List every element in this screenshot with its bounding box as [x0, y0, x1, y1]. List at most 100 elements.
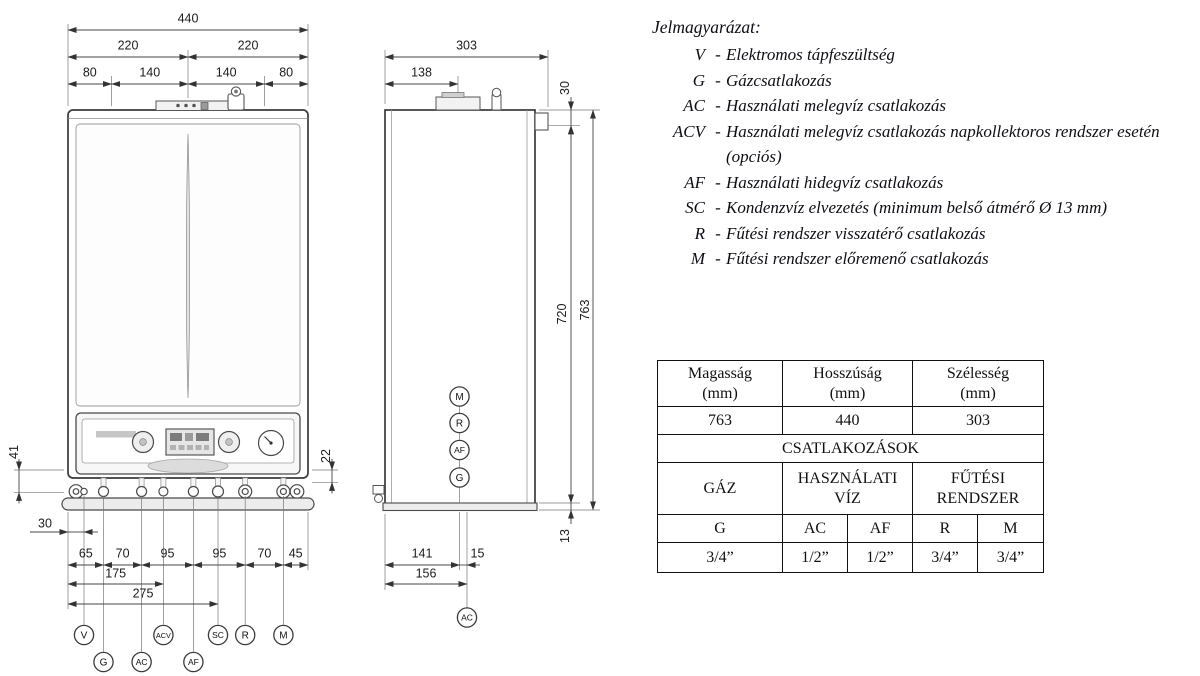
dim-label-95a: 95 — [161, 547, 175, 561]
table-header-width: Szélesség (mm) — [913, 361, 1044, 407]
svg-text:ACV: ACV — [156, 631, 171, 640]
connector-badge-acv: ACV — [153, 624, 174, 646]
header-label: Magasság — [688, 364, 752, 382]
svg-text:G: G — [100, 658, 108, 669]
table-conn-code-af: AF — [848, 515, 913, 543]
svg-text:SC: SC — [212, 630, 224, 640]
control-panel — [75, 412, 301, 475]
legend-item-acv: ACV - Használati melegvíz csatlakozás na… — [652, 119, 1198, 170]
table-conn-size-af: 1/2” — [848, 543, 913, 573]
dim-label-22: 22 — [319, 449, 333, 463]
svg-text:R: R — [456, 419, 463, 430]
connector-badge-ac: AC — [131, 651, 152, 673]
front-connection-pipes — [68, 484, 305, 499]
legend-text: Elektromos tápfeszültség — [726, 45, 895, 64]
legend-title: Jelmagyarázat: — [652, 17, 761, 37]
dim-label-141: 141 — [412, 547, 433, 561]
legend-item-ac: AC - Használati melegvíz csatlakozás — [652, 93, 1198, 119]
legend-text: Használati melegvíz csatlakozás napkolle… — [726, 121, 1160, 167]
table-conn-code-ac: AC — [783, 515, 848, 543]
logo-band — [147, 458, 229, 474]
dim-label-41: 41 — [7, 445, 21, 459]
svg-text:M: M — [279, 631, 287, 642]
table-value-length: 440 — [783, 407, 913, 435]
table-conn-size-m: 3/4” — [978, 543, 1044, 573]
legend-text: Használati hidegvíz csatlakozás — [726, 172, 944, 192]
dim-label-total-width: 440 — [178, 12, 199, 26]
table-group-domestic-water: HASZNÁLATI VÍZ — [783, 463, 913, 515]
legend-code: SC — [685, 198, 705, 217]
legend-item-g: G - Gázcsatlakozás — [652, 68, 1198, 94]
header-unit: (mm) — [702, 384, 738, 402]
wall-bracket — [534, 112, 549, 131]
table-header-height: Magasság (mm) — [658, 361, 783, 407]
side-badge-g: G — [449, 467, 470, 488]
dim-label-303: 303 — [456, 39, 477, 53]
legend-item-r: R - Fűtési rendszer visszatérő csatlakoz… — [652, 221, 1198, 247]
legend-code: AC — [683, 96, 705, 115]
dim-label-top-140a: 140 — [139, 66, 160, 80]
dimensions-table: Magasság (mm) Hosszúság (mm) Szélesség (… — [657, 360, 1044, 573]
legend-text: Gázcsatlakozás — [726, 70, 832, 90]
svg-text:AC: AC — [461, 613, 473, 623]
dim-label-65: 65 — [79, 547, 93, 561]
dim-label-763: 763 — [578, 300, 592, 321]
dim-label-138: 138 — [411, 66, 432, 80]
dim-label-70a: 70 — [116, 547, 130, 561]
side-badge-r: R — [449, 412, 470, 434]
dim-label-side-30: 30 — [558, 81, 572, 95]
side-badge-af: AF — [449, 439, 470, 461]
dim-label-45: 45 — [289, 547, 303, 561]
dim-label-70b: 70 — [257, 547, 271, 561]
legend-dash: - — [715, 70, 721, 90]
legend-dash: - — [715, 198, 721, 217]
svg-text:AC: AC — [136, 657, 148, 667]
front-view-body — [61, 86, 315, 511]
legend: Jelmagyarázat: V - Elektromos tápfeszült… — [652, 12, 1198, 272]
table-value-width: 303 — [913, 407, 1044, 435]
table-conn-size-ac: 1/2” — [783, 543, 848, 573]
legend-item-af: AF - Használati hidegvíz csatlakozás — [652, 170, 1198, 196]
legend-dash: - — [715, 249, 721, 268]
legend-code: R — [694, 223, 705, 243]
pressure-gauge — [257, 429, 285, 457]
connector-badge-v: V — [73, 624, 95, 646]
dim-label-30: 30 — [38, 517, 52, 531]
svg-text:AF: AF — [454, 445, 465, 455]
table-header-length: Hosszúság (mm) — [783, 361, 913, 407]
front-panel-crease — [186, 133, 190, 399]
front-view-dimension-labels: 440 220 220 80 140 140 80 41 30 22 65 70… — [7, 12, 333, 601]
side-badge-m: M — [449, 386, 470, 407]
connector-badge-sc: SC — [207, 624, 229, 646]
legend-code: M — [690, 249, 705, 268]
header-label: Szélesség — [946, 364, 1010, 382]
legend-item-m: M - Fűtési rendszer előremenő csatlakozá… — [652, 246, 1198, 272]
header-label: Hosszúság — [813, 364, 882, 382]
legend-dash: - — [715, 172, 721, 192]
svg-text:R: R — [242, 631, 249, 642]
svg-text:G: G — [456, 473, 464, 484]
side-connector-badges: M R AF G AC — [449, 386, 478, 628]
legend-code: AF — [684, 172, 705, 192]
table-section-connections: CSATLAKOZÁSOK — [658, 435, 1044, 463]
table-value-height: 763 — [658, 407, 783, 435]
dim-label-half-left: 220 — [118, 39, 139, 53]
table-conn-code-m: M — [978, 515, 1044, 543]
dim-label-95b: 95 — [212, 547, 226, 561]
side-view-dimension-lines — [384, 54, 596, 587]
brand-label — [96, 431, 136, 438]
table-group-gas: GÁZ — [658, 463, 783, 515]
dim-label-13: 13 — [558, 529, 572, 543]
dim-label-top-80b: 80 — [279, 66, 293, 80]
connector-badge-m: M — [273, 624, 294, 646]
boiler-technical-drawing: 440 220 220 80 140 140 80 41 30 22 65 70… — [7, 12, 600, 673]
table-conn-size-r: 3/4” — [913, 543, 978, 573]
connector-badge-g: G — [93, 651, 114, 673]
gas-cock — [372, 485, 385, 503]
legend-dash: - — [715, 96, 721, 115]
svg-text:M: M — [455, 392, 463, 403]
svg-text:AF: AF — [188, 657, 199, 667]
side-bottom-tray — [382, 502, 538, 512]
front-bottom-tray — [61, 497, 315, 511]
legend-code: G — [692, 70, 705, 90]
